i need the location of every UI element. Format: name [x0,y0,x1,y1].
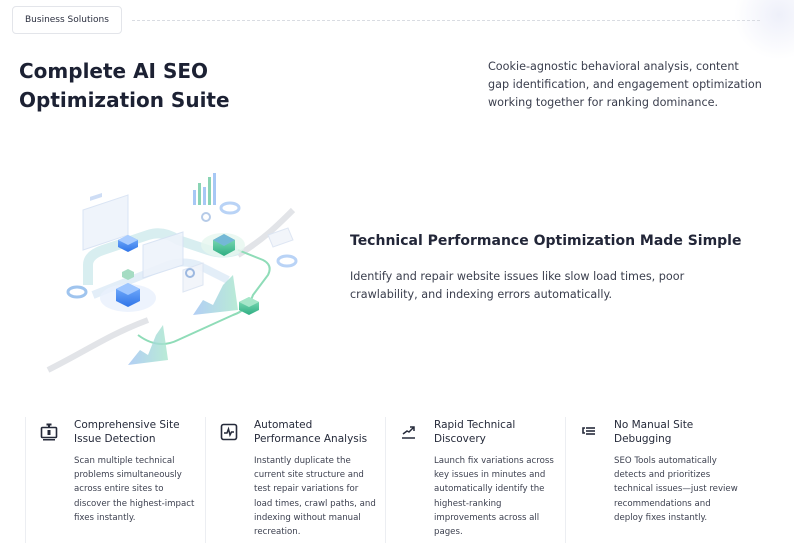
feature-card-no-manual-debugging: No Manual Site Debugging SEO Tools autom… [565,417,745,543]
page-title-line-2: Optimization Suite [19,88,230,112]
feature-cards: Comprehensive Site Issue Detection Scan … [25,417,745,543]
activity-chart-icon [220,423,238,441]
card-text: SEO Tools automatically detects and prio… [614,456,738,523]
dashed-divider [131,19,760,21]
card-text: Launch fix variations across key issues … [434,456,554,538]
card-title: No Manual Site Debugging [614,419,694,445]
card-text: Instantly duplicate the current site str… [254,456,376,538]
hero-description: Cookie-agnostic behavioral analysis, con… [488,60,762,109]
page-title: Complete AI SEO Optimization Suite [19,57,319,115]
section-header-row: Business Solutions [12,6,760,34]
isometric-network-illustration [28,165,328,380]
list-check-icon [580,423,598,441]
card-title: Comprehensive Site Issue Detection [74,419,180,445]
business-solutions-badge: Business Solutions [12,6,122,34]
trending-up-icon [400,423,418,441]
card-title: Automated Performance Analysis [254,419,368,445]
feature-card-site-issue-detection: Comprehensive Site Issue Detection Scan … [25,417,205,543]
card-title: Rapid Technical Discovery [434,419,516,445]
feature-description: Identify and repair website issues like … [350,270,685,301]
feature-card-performance-analysis: Automated Performance Analysis Instantly… [205,417,385,543]
card-text: Scan multiple technical problems simulta… [74,456,195,523]
feature-card-technical-discovery: Rapid Technical Discovery Launch fix var… [385,417,565,543]
monitor-scan-icon [40,423,58,441]
feature-title: Technical Performance Optimization Made … [350,233,742,249]
page-title-line-1: Complete AI SEO [19,59,209,83]
